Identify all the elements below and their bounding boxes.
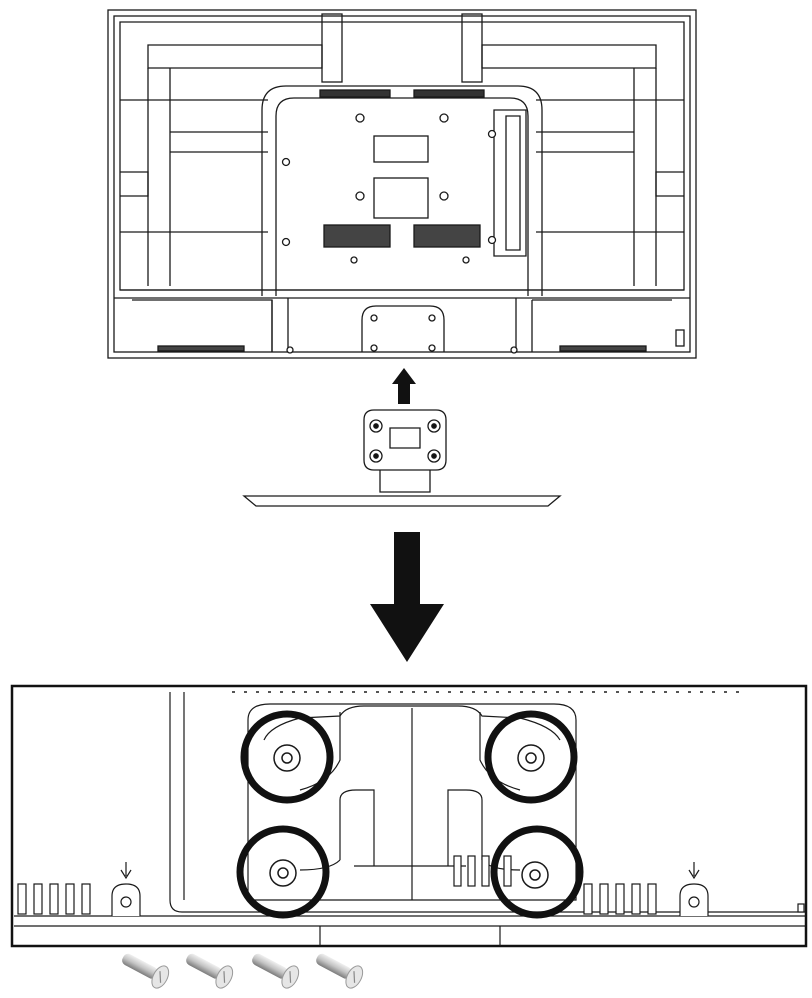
screw-icon	[122, 953, 170, 989]
tv-rear-panel	[107, 9, 697, 359]
screw-icon	[316, 953, 364, 989]
highlight-circle-bottom-left	[236, 825, 330, 919]
arrow-up-icon	[392, 368, 416, 404]
arrow-down-icon	[370, 532, 444, 662]
detail-mount-screws	[269, 744, 549, 889]
rear-panel-screws	[281, 113, 518, 354]
highlight-circle-top-right	[484, 710, 578, 804]
tv-stand	[242, 409, 562, 507]
highlight-circles	[236, 710, 584, 919]
detail-clips-right	[453, 855, 805, 916]
highlight-circle-bottom-right	[490, 825, 584, 919]
screws	[122, 953, 364, 989]
detail-clips-left	[17, 862, 141, 916]
screw-icon	[252, 953, 300, 989]
highlight-circle-top-left	[240, 710, 334, 804]
mounting-detail	[10, 684, 808, 948]
screw-icon	[186, 953, 234, 989]
